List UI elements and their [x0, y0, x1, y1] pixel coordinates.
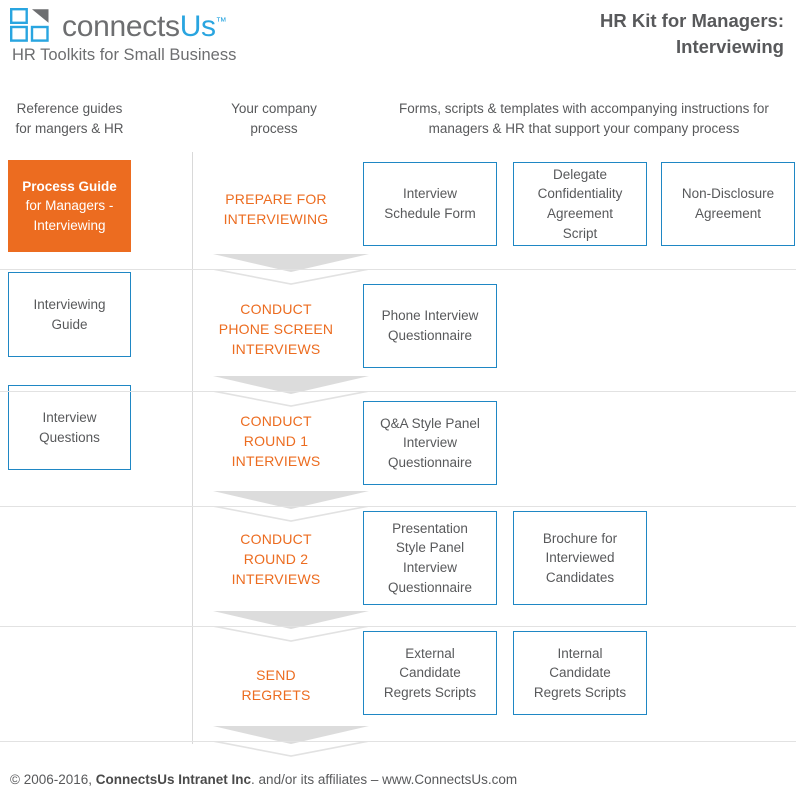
flow-arrow-icon	[213, 376, 369, 394]
flow-separator	[0, 252, 796, 288]
flow-chevron-icon	[213, 626, 369, 642]
wordmark-us: Us	[179, 10, 216, 43]
kit-title-line2: Interviewing	[676, 36, 784, 58]
flow-separator	[0, 374, 796, 410]
kit-title-line1: HR Kit for Managers:	[600, 10, 784, 31]
brand-wordmark: connectsUs™	[62, 10, 227, 44]
footer-company: ConnectsUs Intranet Inc	[95, 772, 252, 787]
flow-spine-line	[192, 152, 193, 744]
flow-chevron-icon	[213, 506, 369, 522]
reference-guide-subtitle: for Managers -Interviewing	[25, 198, 114, 233]
flow-rule	[0, 741, 796, 742]
reference-guide-process-guide[interactable]: Process Guide for Managers -Interviewing	[8, 160, 131, 252]
footer-prefix: © 2006-2016,	[10, 772, 96, 787]
flow-chevron-icon	[213, 741, 369, 757]
process-flow-diagram: Process Guide for Managers -Interviewing…	[0, 148, 796, 758]
trademark-symbol: ™	[215, 16, 227, 28]
brand-tagline: HR Toolkits for Small Business	[12, 46, 237, 64]
wordmark-connects: connects	[62, 10, 180, 43]
flow-rule	[0, 626, 796, 627]
kit-title: HR Kit for Managers: Interviewing	[600, 8, 784, 61]
flow-separator	[0, 724, 796, 760]
footer-suffix: . and/or its affiliates – www.ConnectsUs…	[251, 772, 518, 787]
connectsus-squares-logo-icon	[10, 8, 49, 42]
flow-separator	[0, 609, 796, 645]
reference-guide-title: Process Guide	[22, 178, 117, 194]
flow-arrow-icon	[213, 726, 369, 744]
flow-arrow-icon	[213, 611, 369, 629]
flow-separator	[0, 489, 796, 525]
flow-arrow-icon	[213, 254, 369, 272]
flow-chevron-icon	[213, 391, 369, 407]
flow-chevron-icon	[213, 269, 369, 285]
column-heading-forms-templates: Forms, scripts & templates with accompan…	[399, 101, 769, 137]
flow-rule	[0, 391, 796, 392]
flow-rule	[0, 269, 796, 270]
footer-copyright: © 2006-2016, ConnectsUs Intranet Inc. an…	[10, 772, 517, 787]
page-header: connectsUs™ HR Toolkits for Small Busine…	[0, 0, 796, 78]
flow-arrow-icon	[213, 491, 369, 509]
flow-rule	[0, 506, 796, 507]
